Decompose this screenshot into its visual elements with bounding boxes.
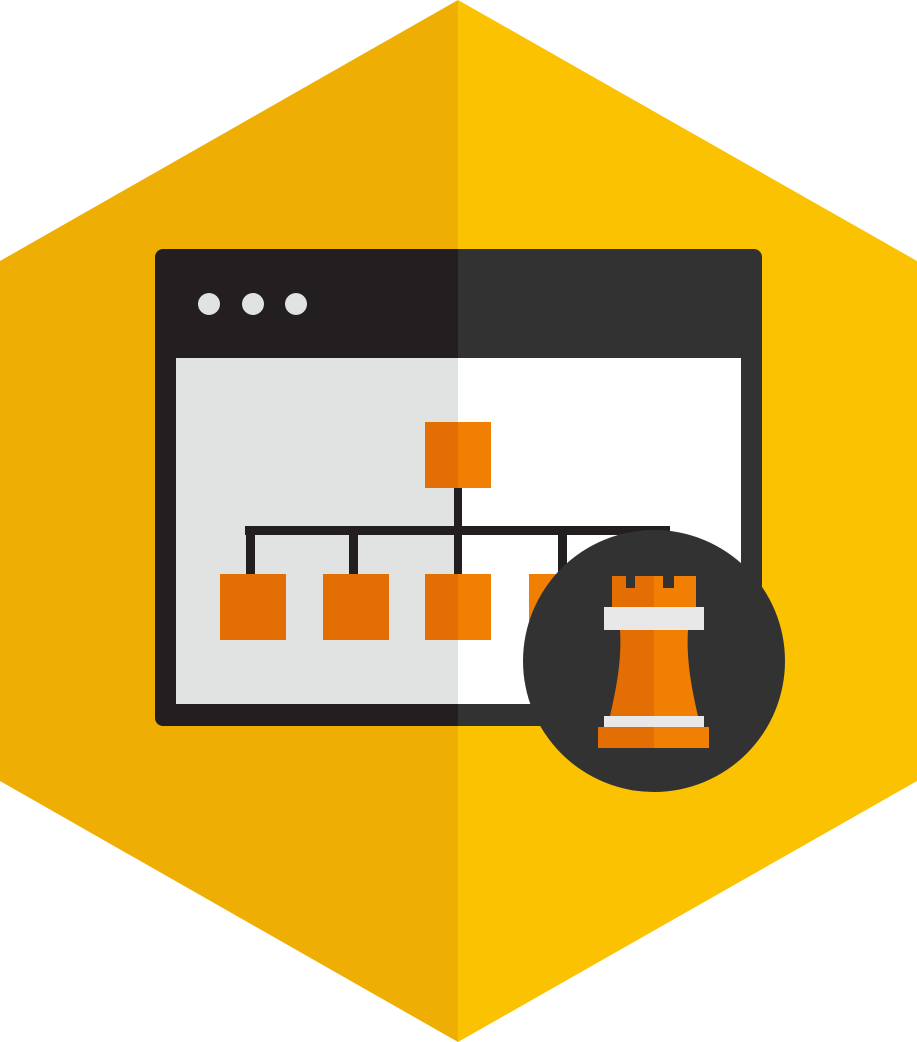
rook-body-right <box>654 630 698 716</box>
rook-base-left <box>598 727 654 748</box>
child-node-right <box>458 574 491 640</box>
child-node <box>220 574 286 640</box>
window-dot-icon <box>242 293 264 315</box>
strategy-badge <box>523 530 785 792</box>
window-dot-icon <box>285 293 307 315</box>
connector-child-stem <box>349 526 358 575</box>
rook-crown-left <box>612 576 654 607</box>
org-chart-root-node <box>425 422 491 488</box>
window-dot-icon <box>198 293 220 315</box>
connector-child-stem <box>246 526 255 575</box>
rook-lower-band <box>604 716 704 727</box>
root-node-right <box>458 422 491 488</box>
connector-horizontal-bar <box>245 526 669 535</box>
child-node <box>323 574 389 640</box>
window-control-dots <box>198 293 307 315</box>
child-node-left <box>425 574 458 640</box>
rook-crown-right <box>654 576 696 607</box>
rook-base-right <box>654 727 709 748</box>
rook-body-left <box>610 630 654 716</box>
chess-rook-icon <box>598 576 709 748</box>
rook-collar-band <box>604 607 704 630</box>
root-node-left <box>425 422 458 488</box>
connector-child-stem <box>558 526 567 575</box>
